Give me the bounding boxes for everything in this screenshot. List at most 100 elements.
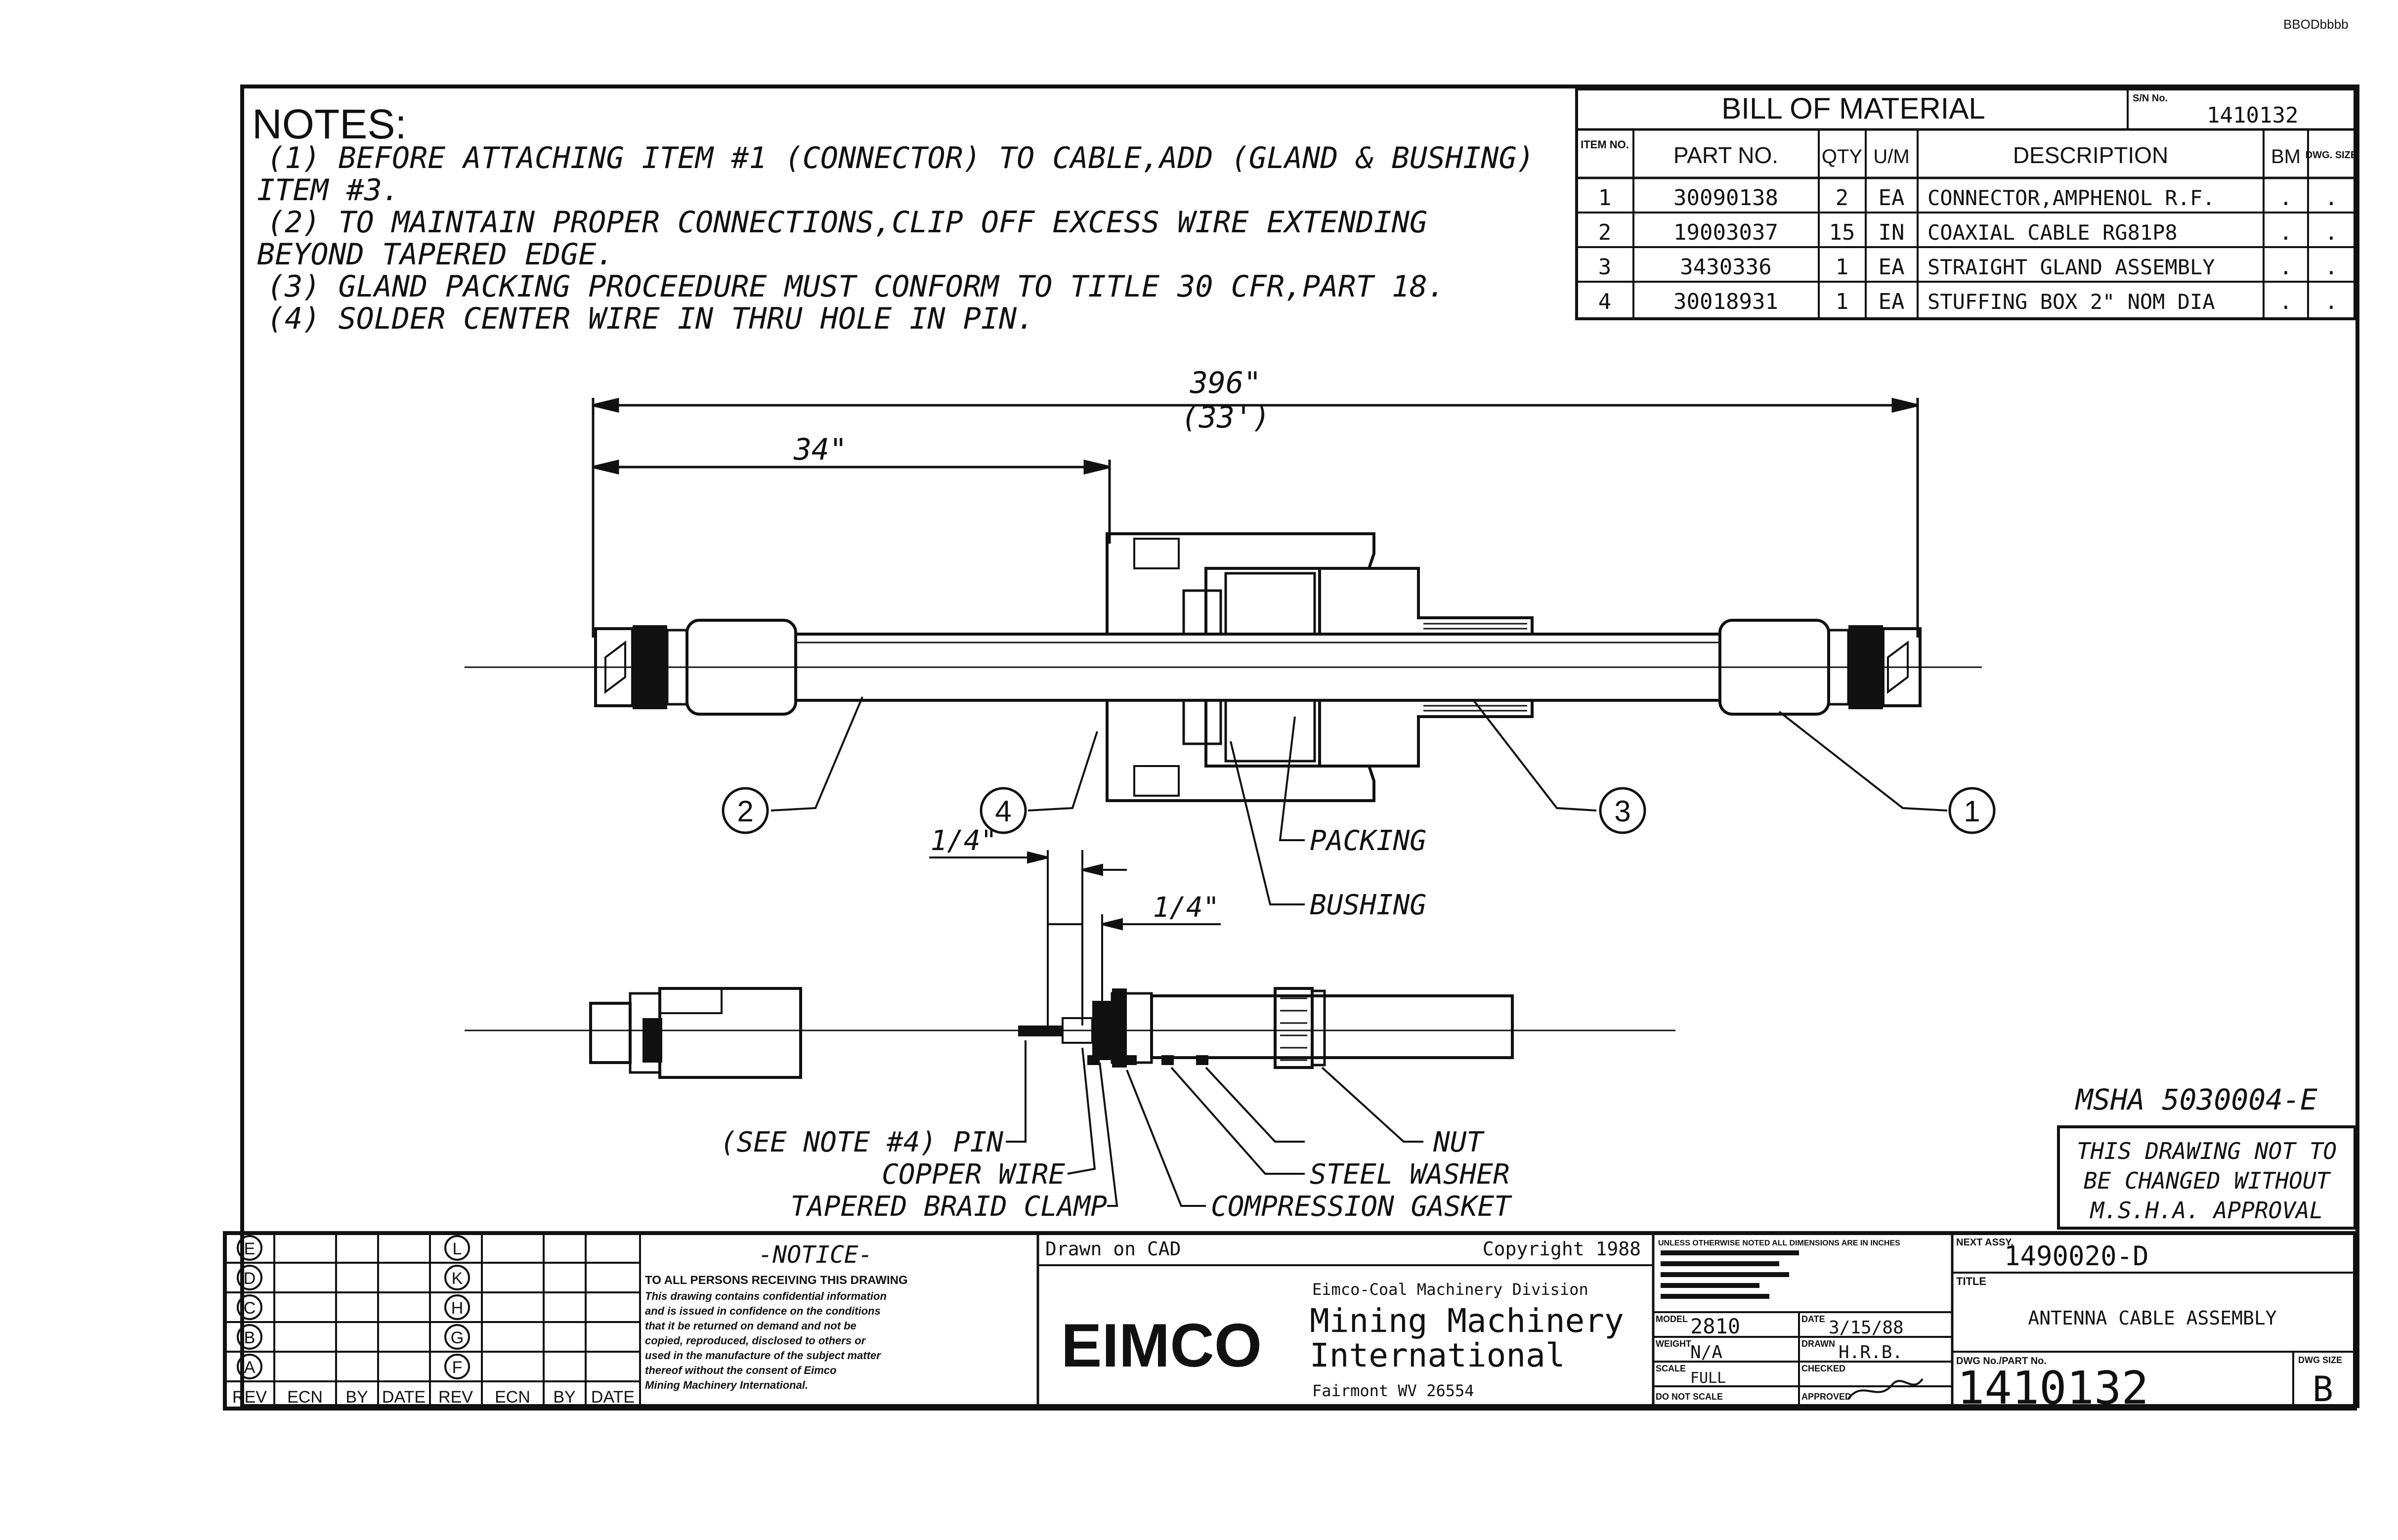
approval-line-3: M.S.H.A. APPROVAL bbox=[2090, 1197, 2323, 1224]
note-line-4: BEYOND TAPERED EDGE. bbox=[257, 237, 614, 272]
svg-text:F: F bbox=[452, 1358, 463, 1377]
svg-text:This drawing contains confiden: This drawing contains confidential infor… bbox=[645, 1290, 887, 1302]
svg-text:WEIGHT: WEIGHT bbox=[1656, 1339, 1691, 1349]
bom-bm: . bbox=[2279, 220, 2293, 245]
bom-part-no: 30090138 bbox=[1673, 185, 1778, 211]
dimension-overall: 396" bbox=[1190, 366, 1262, 400]
bom-sn-label: S/N No. bbox=[2133, 93, 2168, 104]
bom-qty: 15 bbox=[1829, 220, 1855, 245]
note-line-5: (3) GLAND PACKING PROCEEDURE MUST CONFOR… bbox=[267, 269, 1445, 304]
callout-bushing: BUSHING bbox=[1310, 889, 1426, 921]
cable-assembly-view: 2 4 3 1 PACKING BUSHING bbox=[465, 532, 1996, 921]
bom-header-qty: QTY bbox=[1822, 146, 1862, 168]
bom-row: 3 3430336 1 EA STRAIGHT GLAND ASSEMBLY .… bbox=[1598, 255, 2338, 280]
callout-tapered-braid-clamp: TAPERED BRAID CLAMP bbox=[790, 1191, 1107, 1223]
company-name-line-1: Mining Machinery bbox=[1310, 1302, 1624, 1340]
note-line-1: (1) BEFORE ATTACHING ITEM #1 (CONNECTOR)… bbox=[267, 141, 1535, 175]
revision-table bbox=[225, 1233, 641, 1409]
svg-text:SCALE: SCALE bbox=[1656, 1364, 1686, 1373]
svg-text:TITLE: TITLE bbox=[1956, 1275, 1986, 1287]
packing bbox=[1182, 589, 1222, 745]
drawn-on-cad: Drawn on CAD bbox=[1045, 1238, 1181, 1260]
svg-text:G: G bbox=[451, 1328, 464, 1347]
bom-header-dwg-size: DWG. SIZE bbox=[2306, 150, 2357, 161]
bom-um: IN bbox=[1879, 220, 1905, 245]
msha-number: MSHA 5030004-E bbox=[2075, 1083, 2317, 1116]
next-assembly-value: 1490020-D bbox=[2004, 1241, 2149, 1272]
callout-compression-gasket: COMPRESSION GASKET bbox=[1211, 1191, 1512, 1223]
bom-header-bm: BM bbox=[2271, 146, 2301, 168]
bom-um: EA bbox=[1879, 255, 1905, 280]
bom-item-no: 2 bbox=[1598, 220, 1612, 245]
note-line-2: ITEM #3. bbox=[257, 173, 400, 208]
bom-description: STRAIGHT GLAND ASSEMBLY bbox=[1927, 255, 2215, 279]
leader-lines bbox=[771, 696, 1948, 905]
bom-um: EA bbox=[1879, 185, 1905, 211]
bom-row: 1 30090138 2 EA CONNECTOR,AMPHENOL R.F. … bbox=[1598, 185, 2338, 211]
company-name-line-2: International bbox=[1310, 1336, 1565, 1374]
bom-header-part: PART NO. bbox=[1673, 142, 1778, 168]
note-line-6: (4) SOLDER CENTER WIRE IN THRU HOLE IN P… bbox=[267, 301, 1034, 336]
item-balloon-3: 3 bbox=[1599, 787, 1646, 834]
item-balloon-2: 2 bbox=[722, 787, 769, 834]
svg-text:E: E bbox=[244, 1240, 256, 1258]
msha-approval-box: MSHA 5030004-E THIS DRAWING NOT TO BE CH… bbox=[2057, 1083, 2356, 1230]
svg-text:MODEL: MODEL bbox=[1656, 1314, 1688, 1324]
scale-value: FULL bbox=[1690, 1369, 1726, 1387]
bom-dwg-size: . bbox=[2325, 289, 2338, 314]
svg-text:and is issued in confidence on: and is issued in confidence on the condi… bbox=[645, 1305, 881, 1317]
svg-text:CHECKED: CHECKED bbox=[1801, 1364, 1845, 1373]
bushing bbox=[1224, 572, 1316, 763]
svg-text:B: B bbox=[244, 1328, 256, 1347]
bom-qty: 1 bbox=[1836, 289, 1849, 314]
connector-detail-view: 1/4" 1/4" (SEE NOTE #4) PIN COPPER WIRE … bbox=[465, 825, 1675, 1223]
note-line-3: (2) TO MAINTAIN PROPER CONNECTIONS,CLIP … bbox=[267, 205, 1427, 240]
gland-nut bbox=[1318, 567, 1534, 768]
bom-item-no: 3 bbox=[1598, 255, 1612, 280]
bom-row: 4 30018931 1 EA STUFFING BOX 2" NOM DIA … bbox=[1598, 289, 2338, 314]
company-address: Fairmont WV 26554 bbox=[1312, 1381, 1474, 1400]
svg-text:A: A bbox=[244, 1358, 256, 1377]
right-connector bbox=[1718, 619, 1922, 716]
svg-text:-NOTICE-: -NOTICE- bbox=[758, 1241, 872, 1269]
svg-text:DATE: DATE bbox=[1801, 1314, 1825, 1324]
revision-letters-right: L K H G F bbox=[444, 1235, 470, 1379]
bom-bm: . bbox=[2279, 289, 2293, 314]
bom-part-no: 3430336 bbox=[1680, 255, 1771, 280]
svg-text:that it be returned on demand: that it be returned on demand and not be bbox=[645, 1320, 856, 1332]
bom-bm: . bbox=[2279, 185, 2293, 211]
svg-text:DWG SIZE: DWG SIZE bbox=[2298, 1355, 2342, 1365]
bom-part-no: 19003037 bbox=[1673, 220, 1778, 245]
svg-text:2: 2 bbox=[737, 795, 753, 828]
stuffing-box bbox=[1106, 532, 1375, 802]
svg-text:K: K bbox=[452, 1269, 463, 1288]
callout-steel-washer: STEEL WASHER bbox=[1310, 1158, 1510, 1191]
svg-text:ECN: ECN bbox=[495, 1388, 530, 1407]
svg-text:UNLESS OTHERWISE NOTED ALL DIM: UNLESS OTHERWISE NOTED ALL DIMENSIONS AR… bbox=[1658, 1239, 1900, 1247]
svg-text:ECN: ECN bbox=[287, 1388, 323, 1407]
svg-text:DATE: DATE bbox=[591, 1388, 635, 1407]
drawing-number: 1410132 bbox=[1957, 1362, 2149, 1414]
bom-header-um: U/M bbox=[1873, 146, 1909, 168]
callout-packing: PACKING bbox=[1310, 825, 1426, 857]
notes-block: NOTES: (1) BEFORE ATTACHING ITEM #1 (CON… bbox=[252, 101, 1535, 336]
approval-signature bbox=[1847, 1378, 1924, 1400]
revision-letters-left: E D C B A bbox=[237, 1235, 262, 1379]
left-connector bbox=[594, 619, 797, 716]
drawing-title: ANTENNA CABLE ASSEMBLY bbox=[2028, 1307, 2276, 1329]
item-balloon-4: 4 bbox=[980, 787, 1027, 834]
svg-text:used in the manufacture of the: used in the manufacture of the subject m… bbox=[645, 1349, 881, 1362]
svg-text:3: 3 bbox=[1614, 795, 1630, 828]
model-value: 2810 bbox=[1690, 1314, 1740, 1338]
eimco-logo: EIMCO bbox=[1061, 1312, 1262, 1380]
notes-heading: NOTES: bbox=[252, 101, 407, 147]
bom-dwg-size: . bbox=[2325, 185, 2338, 211]
bom-header-description: DESCRIPTION bbox=[2013, 142, 2168, 168]
bom-description: CONNECTOR,AMPHENOL R.F. bbox=[1927, 186, 2215, 210]
dimension-quarter-inch-2: 1/4" bbox=[1153, 892, 1220, 924]
date-value: 3/15/88 bbox=[1829, 1318, 1904, 1338]
dimension-overall-feet: (33') bbox=[1181, 400, 1271, 435]
svg-text:D: D bbox=[244, 1269, 256, 1288]
svg-text:Mining Machinery International: Mining Machinery International. bbox=[645, 1379, 808, 1391]
